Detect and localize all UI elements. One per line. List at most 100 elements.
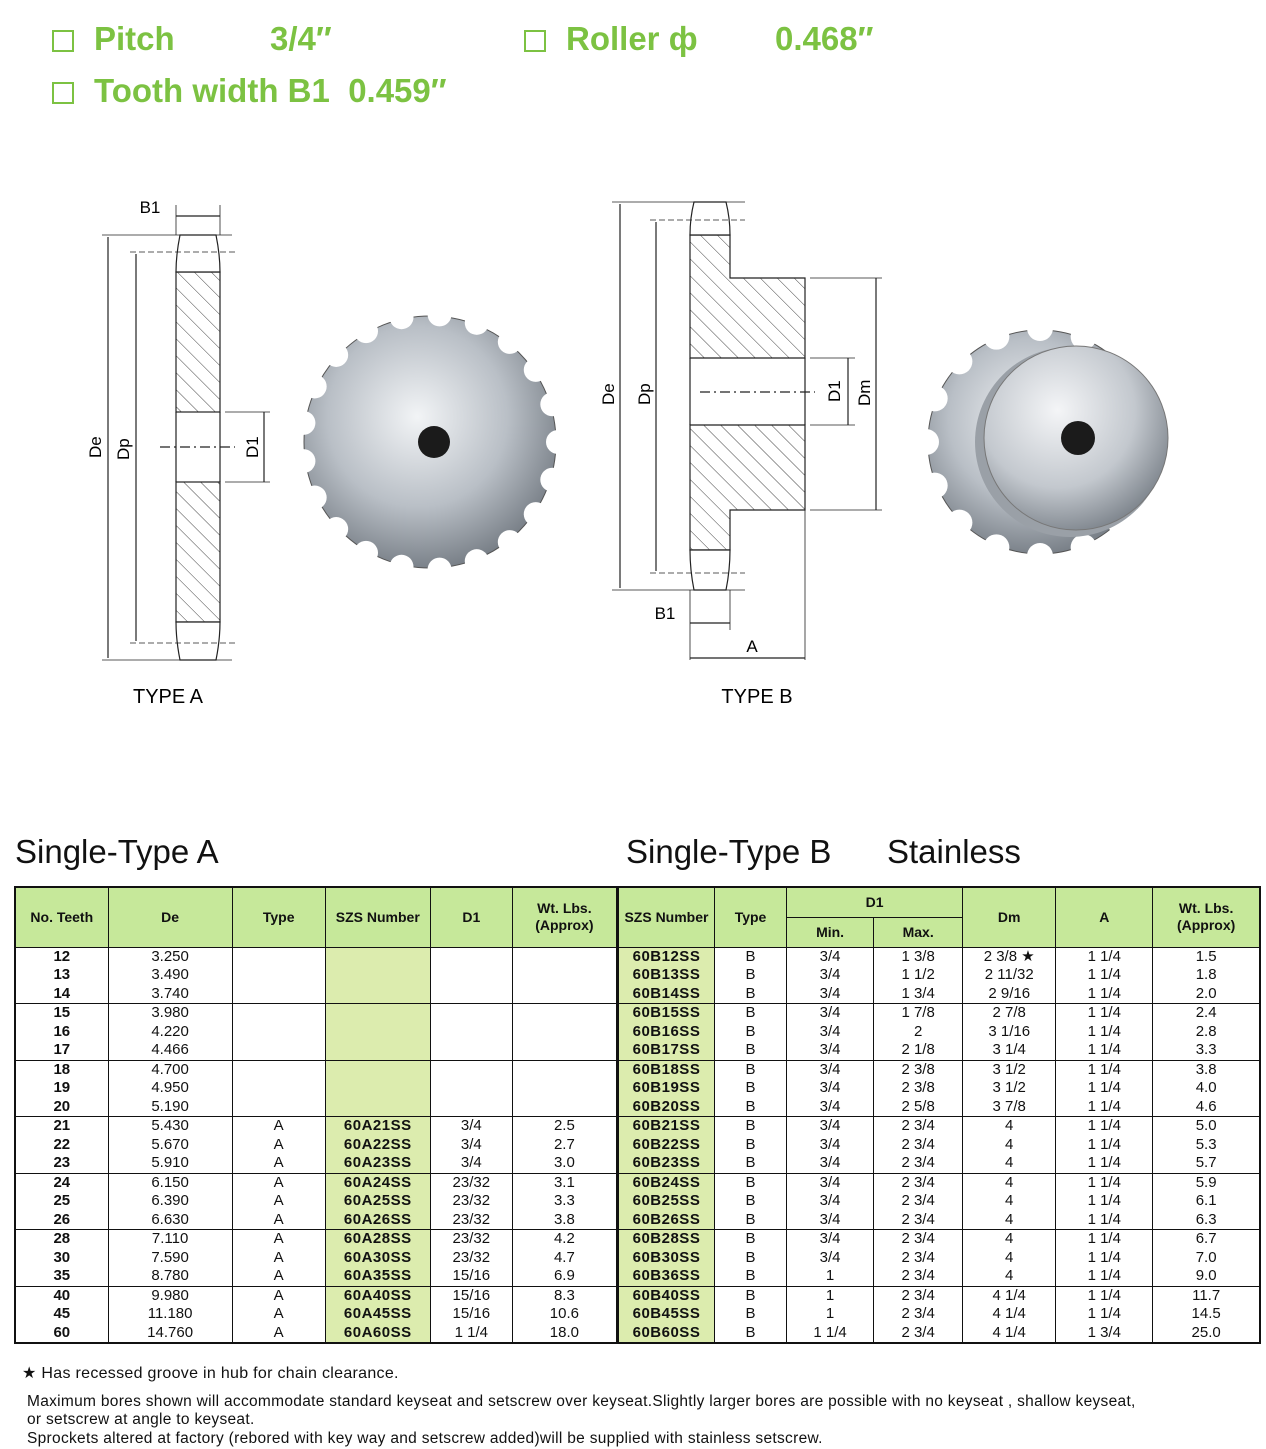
table-cell: 15/16	[429, 1305, 513, 1324]
table-cell: 1 1/4	[1055, 1060, 1154, 1079]
tooth-gap	[302, 374, 327, 399]
checkbox-icon	[524, 30, 546, 53]
dim-b1-label-a: B1	[140, 198, 161, 217]
table-cell: 3/4	[786, 1248, 875, 1267]
tooth-gap	[1027, 315, 1053, 341]
table-cell: B	[713, 984, 788, 1004]
header-d1-a: D1	[429, 886, 513, 948]
checkbox-icon	[52, 82, 74, 105]
tooth-gap	[540, 392, 565, 417]
table-cell: 4	[962, 1267, 1057, 1287]
table-cell: 1 1/4	[1055, 1022, 1154, 1041]
tooth-gap	[497, 329, 522, 354]
table-cell: 4.2	[511, 1229, 619, 1249]
table-cell: 8.3	[511, 1286, 619, 1305]
table-cell: 2 3/4	[873, 1116, 964, 1136]
type-a-sprocket-image	[291, 302, 570, 582]
table-cell: 3.3	[1152, 1041, 1261, 1061]
tooth-width-label: Tooth width B1	[94, 72, 330, 109]
table-cell: 14	[14, 984, 109, 1004]
table-cell: A	[231, 1173, 326, 1192]
table-cell	[324, 1079, 431, 1098]
table-cell: 5.190	[107, 1097, 233, 1117]
tooth-gap	[921, 385, 948, 412]
header-de: De	[107, 886, 233, 948]
table-cell: B	[713, 1135, 788, 1154]
dim-b1-label-b: B1	[655, 604, 676, 623]
table-cell: 60B28SS	[616, 1229, 716, 1249]
dim-d1-label-a: D1	[243, 436, 262, 458]
table-cell: B	[713, 1248, 788, 1267]
dim-de-label-a: De	[86, 436, 105, 458]
header-d1-max: Max.	[873, 916, 964, 948]
table-cell: 3/4	[429, 1135, 513, 1154]
tooth-gap	[983, 534, 1010, 561]
header-a: A	[1055, 886, 1154, 948]
table-cell: 3.980	[107, 1003, 233, 1023]
table-cell: 21	[14, 1116, 109, 1136]
table-cell: 2.8	[1152, 1022, 1261, 1041]
table-cell	[231, 984, 326, 1004]
table-cell: 3 1/2	[962, 1060, 1057, 1079]
type-b-section	[612, 201, 882, 660]
table-cell: 60B13SS	[616, 966, 716, 985]
table-cell: 4.6	[1152, 1097, 1261, 1117]
table-cell: 4	[962, 1229, 1057, 1249]
table-cell: 2 11/32	[962, 966, 1057, 985]
table-cell: 60A30SS	[324, 1248, 431, 1267]
table-cell	[231, 1041, 326, 1061]
tooth-gap	[427, 557, 452, 582]
table-cell: 3.0	[511, 1154, 619, 1174]
table-cell: 2 3/4	[873, 1173, 964, 1192]
table-cell	[231, 947, 326, 966]
table-cell: 35	[14, 1267, 109, 1287]
tooth-gap	[302, 485, 327, 510]
table-cell: 3.740	[107, 984, 233, 1004]
tooth-gap	[427, 302, 452, 327]
table-cell: 18.0	[511, 1323, 619, 1344]
roller-value: 0.468″	[775, 20, 874, 57]
table-cell: 60A21SS	[324, 1116, 431, 1136]
table-cell: 1 1/4	[1055, 966, 1154, 985]
table-cell: 4	[962, 1192, 1057, 1211]
table-cell: 1 1/4	[1055, 1003, 1154, 1023]
sprocket-diagrams: B1 De Dp D1 De Dp D1 Dm B1	[86, 198, 1169, 708]
table-cell: 1 3/4	[873, 984, 964, 1004]
tooth-gap	[1070, 323, 1097, 350]
table-cell: 60B23SS	[616, 1154, 716, 1174]
table-cell: 17	[14, 1041, 109, 1061]
table-cell: 2 3/8 ★	[962, 947, 1057, 966]
table-cell: 2 3/8	[873, 1079, 964, 1098]
tooth-gap	[389, 305, 414, 330]
table-cell: A	[231, 1192, 326, 1211]
section-title-type-b: Single-Type B	[626, 833, 832, 870]
table-cell: 2.4	[1152, 1003, 1261, 1023]
tooth-gap	[324, 517, 349, 542]
table-cell: A	[231, 1286, 326, 1305]
table-cell: 1.5	[1152, 947, 1261, 966]
table-cell: 20	[14, 1097, 109, 1117]
table-cell: 60B21SS	[616, 1116, 716, 1136]
table-cell: 13	[14, 966, 109, 985]
table-cell: 5.0	[1152, 1116, 1261, 1136]
tooth-gap	[523, 357, 548, 382]
tooth-gap	[324, 342, 349, 367]
table-cell: 1 3/4	[1055, 1323, 1154, 1344]
table-cell: 3/4	[786, 1022, 875, 1041]
table-cell: 3/4	[786, 1116, 875, 1136]
table-cell: 1 1/4	[1055, 947, 1154, 966]
table-cell: 3/4	[429, 1154, 513, 1174]
table-cell	[429, 1003, 513, 1023]
roller-label: Roller ф	[566, 20, 698, 57]
table-cell: 3/4	[786, 1192, 875, 1211]
table-cell: 3/4	[786, 1003, 875, 1023]
table-cell: 3.3	[511, 1192, 619, 1211]
table-cell: B	[713, 1097, 788, 1117]
table-cell: 14.760	[107, 1323, 233, 1344]
